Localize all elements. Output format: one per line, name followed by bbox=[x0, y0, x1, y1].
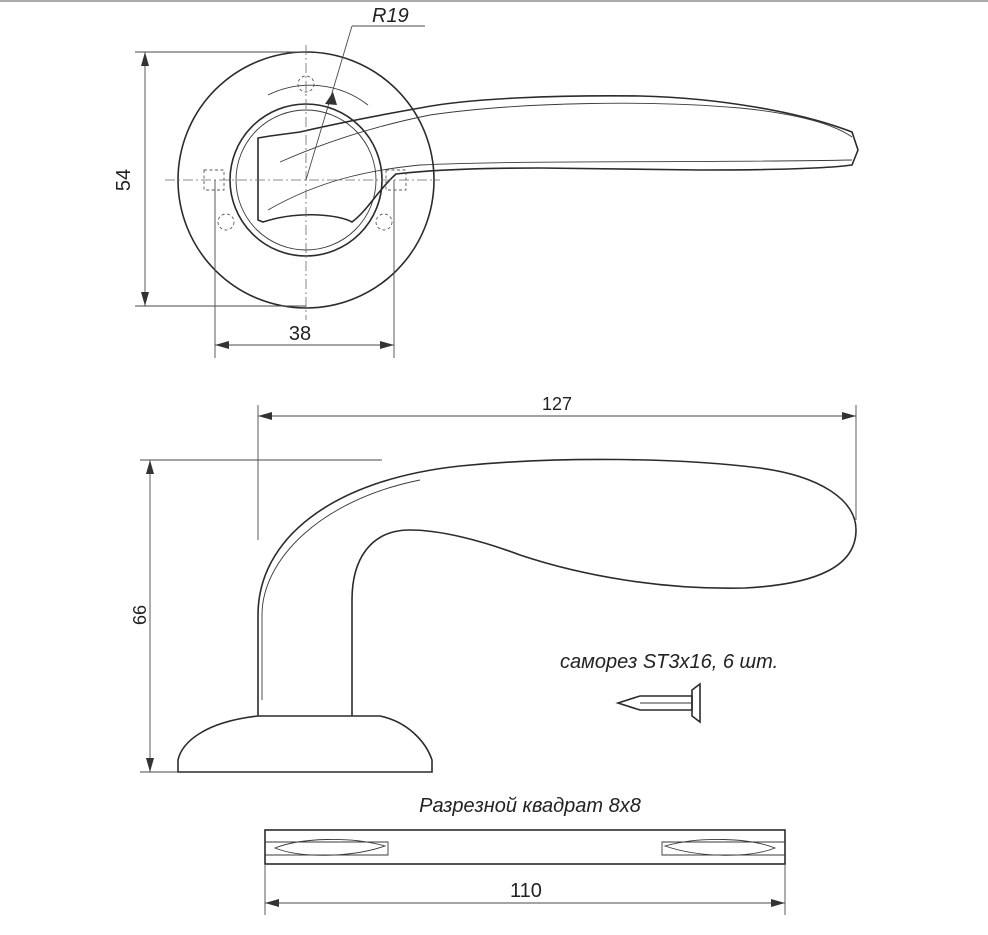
rosette-side-profile bbox=[177, 715, 433, 773]
dimension-110-label: 110 bbox=[510, 880, 542, 902]
screw-head bbox=[691, 682, 701, 724]
side-view: 127 66 bbox=[130, 394, 857, 773]
top-view: R19 54 38 bbox=[113, 5, 859, 358]
lever-top-inner bbox=[279, 102, 853, 163]
radius-arc bbox=[267, 84, 369, 106]
spindle-slot-right bbox=[661, 841, 785, 856]
radius-label: R19 bbox=[372, 5, 409, 27]
screw-illustration: саморез ST3x16, 6 шт. bbox=[560, 651, 778, 724]
lever-side-inner-edge bbox=[261, 479, 421, 700]
dimension-54-label: 54 bbox=[113, 169, 135, 191]
dimension-127-label: 127 bbox=[542, 394, 572, 414]
spindle-slot-left bbox=[265, 841, 389, 856]
lever-top-outline bbox=[257, 95, 859, 223]
screw-hole-top bbox=[297, 75, 315, 93]
dimension-38-label: 38 bbox=[289, 323, 311, 345]
screws-note: саморез ST3x16, 6 шт. bbox=[560, 651, 778, 673]
spindle-illustration: Разрезной квадрат 8x8 110 bbox=[264, 795, 786, 915]
dimension-66-label: 66 bbox=[130, 605, 150, 625]
screw-hole-right bbox=[375, 213, 393, 231]
spindle-note: Разрезной квадрат 8x8 bbox=[419, 795, 641, 817]
lever-side-outline bbox=[257, 458, 857, 716]
spindle-body bbox=[264, 829, 786, 865]
screw-hole-left bbox=[217, 213, 235, 231]
